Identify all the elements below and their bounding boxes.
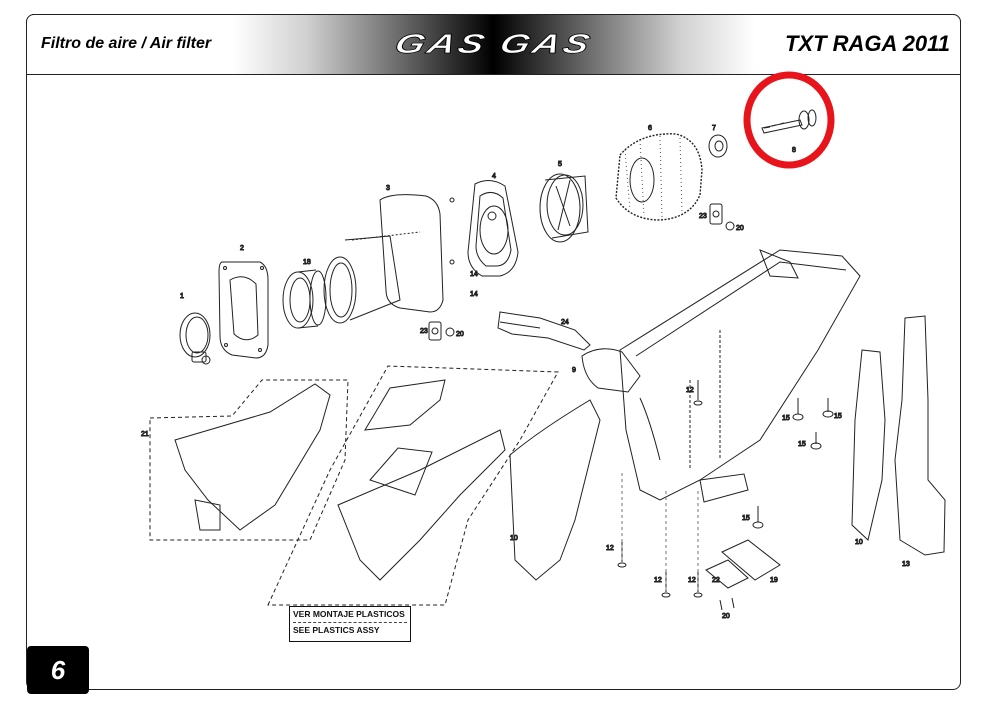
callout-9: 9 [572,367,576,374]
callout-21: 21 [141,431,149,438]
part-3-intake-boot [323,194,444,324]
callout-8: 8 [792,147,796,154]
part-7-washer [708,134,728,158]
part-21-duct-group [149,379,349,541]
part-23-clip-upper [709,203,735,231]
part-19-plate [705,539,781,611]
callout-4: 4 [492,173,496,180]
part-10-side-panel-right [851,349,886,541]
part-4-cage-plate [449,180,519,277]
model-title: TXT RAGA 2011 [784,31,950,56]
callout-15c: 15 [834,413,842,420]
callout-12b: 12 [654,577,662,584]
callout-12d: 12 [686,387,694,394]
note-line-en: SEE PLASTICS ASSY [293,625,380,635]
callout-15b: 15 [782,415,790,422]
part-2-flange [218,261,269,359]
part-18-sleeve [282,269,327,329]
callout-7: 7 [712,125,716,132]
part-10-side-panel-left [509,399,601,581]
callout-14b: 14 [470,291,478,298]
callout-3: 3 [386,185,390,192]
callout-20c: 20 [722,613,730,620]
plastics-group [267,365,559,606]
callout-20a: 20 [736,225,744,232]
highlight-circle [743,71,835,169]
part-6-foam-filter [615,133,703,221]
part-13-side-plate [894,315,946,556]
callout-23a: 23 [699,213,707,220]
callout-10-right: 10 [855,539,863,546]
callout-15d: 15 [798,441,806,448]
callout-5: 5 [558,161,562,168]
page-header: Filtro de aire / Air filter GAS GAS TXT … [26,14,961,75]
note-line-es: VER MONTAJE PLASTICOS [293,609,405,619]
callout-10-left: 10 [510,535,518,542]
callout-15a: 15 [742,515,750,522]
callout-18: 18 [303,259,311,266]
callout-22: 22 [712,577,720,584]
page-number: 6 [27,646,89,694]
callout-20b: 20 [456,331,464,338]
callout-19: 19 [770,577,778,584]
part-8-bolt [761,109,817,134]
part-1-clamp [179,312,211,365]
callout-24: 24 [561,319,569,326]
part-23-clip-lower [428,321,455,341]
callout-6: 6 [648,125,652,132]
note-divider [293,622,407,623]
part-5-filter-frame [539,173,589,243]
callout-12a: 12 [606,545,614,552]
part-9-airbox-housing [581,249,861,503]
section-title: Filtro de aire / Air filter [41,35,212,52]
callout-2: 2 [240,245,244,252]
bolt-group [617,380,834,598]
callout-14a: 14 [470,271,478,278]
plastics-assembly-note: VER MONTAJE PLASTICOS SEE PLASTICS ASSY [289,606,411,642]
callout-12c: 12 [688,577,696,584]
callout-1: 1 [180,293,184,300]
part-24-bracket [497,311,591,351]
callout-23b: 23 [420,328,428,335]
callout-13: 13 [902,561,910,568]
